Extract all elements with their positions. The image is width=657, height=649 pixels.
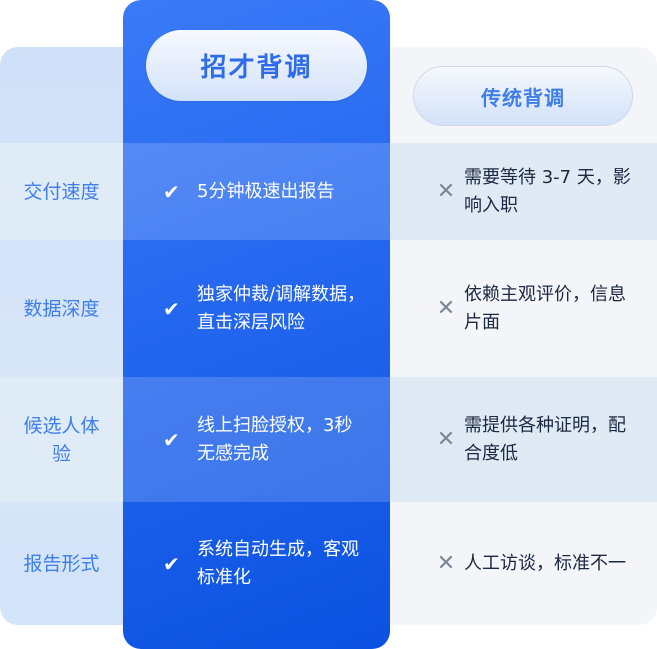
check-icon: ✔ — [163, 551, 180, 576]
cross-icon: ✕ — [436, 296, 456, 321]
primary-cell: ✔ 独家仲裁/调解数据，直击深层风险 — [123, 240, 390, 377]
primary-value: 独家仲裁/调解数据，直击深层风险 — [197, 283, 366, 333]
table-row: 报告形式 ✕ 人工访谈，标准不一 — [0, 502, 657, 625]
primary-value: 系统自动生成，客观标准化 — [197, 538, 359, 588]
row-label: 交付速度 — [23, 180, 100, 203]
traditional-value: 依赖主观评价，信息片面 — [464, 283, 626, 333]
traditional-value: 需要等待 3-7 天，影响入职 — [464, 166, 631, 216]
cross-icon: ✕ — [436, 179, 456, 204]
traditional-value: 需提供各种证明，配合度低 — [464, 414, 626, 464]
traditional-header: 传统背调 — [413, 66, 633, 126]
primary-value: 5分钟极速出报告 — [197, 180, 335, 202]
primary-header: 招才背调 — [146, 30, 367, 101]
check-icon: ✔ — [163, 427, 180, 452]
traditional-value: 人工访谈，标准不一 — [464, 552, 626, 574]
primary-cell: ✔ 线上扫脸授权，3秒无感完成 — [123, 377, 390, 502]
check-icon: ✔ — [163, 296, 180, 321]
primary-cell: ✔ 5分钟极速出报告 — [123, 143, 390, 240]
check-icon: ✔ — [163, 179, 180, 204]
primary-cell: ✔ 系统自动生成，客观标准化 — [123, 502, 390, 625]
highlight-column: 招才背调 ✔ 5分钟极速出报告 ✔ 独家仲裁/调解数据，直击深层风险 ✔ 线上扫脸授权… — [123, 0, 390, 649]
cross-icon: ✕ — [436, 551, 456, 576]
table-row: 数据深度 ✕ 依赖主观评价，信息片面 — [0, 240, 657, 377]
primary-value: 线上扫脸授权，3秒无感完成 — [197, 414, 353, 464]
row-label: 数据深度 — [23, 297, 100, 320]
row-label: 报告形式 — [23, 552, 100, 575]
row-label: 候选人体验 — [23, 414, 100, 465]
cross-icon: ✕ — [436, 427, 456, 452]
